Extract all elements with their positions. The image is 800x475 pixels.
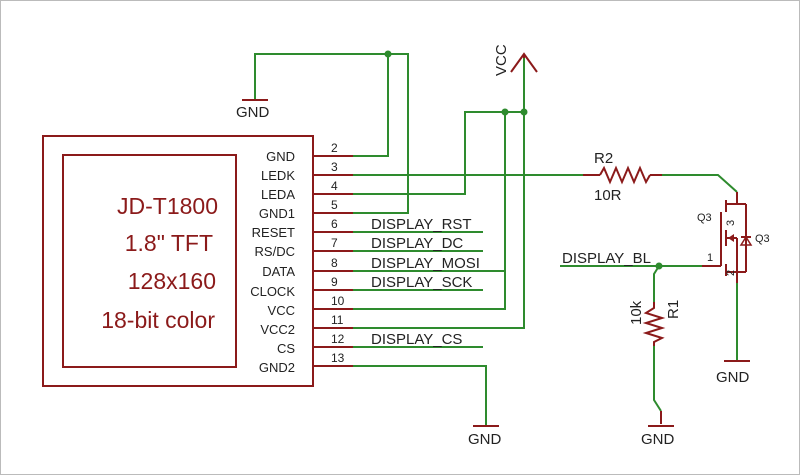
gnd-symbol-top: GND bbox=[236, 99, 270, 121]
wire-gnd-top-pin2 bbox=[353, 54, 389, 157]
pin-name-ledk: LEDK bbox=[261, 168, 295, 183]
gnd-symbol-bottom: GND bbox=[468, 425, 502, 448]
wires bbox=[254, 53, 738, 425]
pin-number-9: 9 bbox=[331, 275, 338, 289]
pin-stubs bbox=[313, 155, 353, 367]
gnd-q3-label: GND bbox=[716, 369, 750, 386]
pin-name-cs: CS bbox=[277, 341, 295, 356]
net-label-cs: DISPLAY_CS bbox=[371, 331, 462, 348]
resistor-r1: 10k R1 bbox=[628, 300, 682, 346]
r2-zigzag-icon bbox=[599, 165, 651, 185]
r1-value: 10k bbox=[628, 300, 645, 325]
pin-number-7: 7 bbox=[331, 236, 338, 250]
pin-name-clock: CLOCK bbox=[250, 284, 295, 299]
module-resolution: 128x160 bbox=[128, 268, 216, 294]
wire-bl-r1 bbox=[653, 265, 660, 302]
mosfet-q3: Q3 Q3 1 2 3 bbox=[697, 192, 770, 283]
wire-gnd2 bbox=[353, 365, 487, 425]
pin-number-10: 10 bbox=[331, 294, 345, 308]
vcc-symbol: VCC bbox=[493, 44, 538, 76]
q3-pin1: 1 bbox=[707, 252, 713, 264]
junction-vcc-right bbox=[520, 108, 528, 116]
net-label-sck: DISPLAY_SCK bbox=[371, 274, 472, 291]
junction-display-bl bbox=[655, 262, 663, 270]
r1-zigzag-icon bbox=[642, 302, 666, 346]
gnd-top-label: GND bbox=[236, 104, 270, 121]
module-name: JD-T1800 bbox=[117, 193, 218, 219]
gnd-bottom-label: GND bbox=[468, 431, 502, 448]
pin-number-labels: 2 3 4 5 6 7 8 9 10 11 12 13 bbox=[331, 141, 345, 365]
wire-vcc-pin10 bbox=[353, 112, 506, 310]
wire-leda-vcc bbox=[353, 111, 524, 195]
pin-number-8: 8 bbox=[331, 256, 338, 270]
pin-number-2: 2 bbox=[331, 141, 338, 155]
q3-pin2: 2 bbox=[725, 270, 737, 276]
gnd-symbol-r1: GND bbox=[641, 411, 675, 448]
wire-r2-q3 bbox=[662, 174, 738, 193]
junction-vcc-left bbox=[501, 108, 509, 116]
module-size: 1.8" TFT bbox=[125, 230, 213, 256]
r2-name: R2 bbox=[594, 150, 613, 167]
r1-name: R1 bbox=[665, 300, 682, 319]
q3-pin3: 3 bbox=[725, 220, 737, 226]
gnd-r1-label: GND bbox=[641, 431, 675, 448]
wire-r1-gnd bbox=[653, 346, 662, 412]
pin-name-leda: LEDA bbox=[261, 187, 295, 202]
net-label-dc: DISPLAY_DC bbox=[371, 235, 463, 252]
q3-body-diode-icon bbox=[739, 235, 753, 246]
pin-name-rs-dc: RS/DC bbox=[255, 244, 295, 259]
pin-number-3: 3 bbox=[331, 160, 338, 174]
q3-arrow-icon bbox=[728, 234, 734, 242]
net-label-bl: DISPLAY_BL bbox=[562, 250, 651, 267]
net-label-rst: DISPLAY_RST bbox=[371, 216, 472, 233]
resistor-r2: R2 10R bbox=[583, 150, 662, 204]
pin-number-5: 5 bbox=[331, 198, 338, 212]
gnd-symbol-q3: GND bbox=[716, 360, 750, 386]
pin-number-11: 11 bbox=[331, 313, 344, 327]
pin-name-gnd: GND bbox=[266, 149, 295, 164]
junctions bbox=[384, 50, 663, 270]
wire-gnd-top-pin5 bbox=[254, 53, 409, 214]
pin-name-reset: RESET bbox=[252, 225, 295, 240]
q3-name-right: Q3 bbox=[755, 233, 770, 245]
vcc-label: VCC bbox=[493, 44, 510, 76]
pin-name-labels: GND LEDK LEDA GND1 RESET RS/DC DATA CLOC… bbox=[250, 149, 295, 375]
junction-gnd-top bbox=[384, 50, 392, 58]
display-screen-outline bbox=[62, 154, 237, 368]
net-labels: DISPLAY_RST DISPLAY_DC DISPLAY_MOSI DISP… bbox=[371, 216, 651, 348]
pin-name-vcc: VCC bbox=[268, 303, 295, 318]
vcc-arrow-icon bbox=[510, 52, 538, 73]
pin-number-13: 13 bbox=[331, 351, 345, 365]
q3-name-left: Q3 bbox=[697, 212, 712, 224]
pin-name-vcc2: VCC2 bbox=[260, 322, 295, 337]
net-label-mosi: DISPLAY_MOSI bbox=[371, 255, 480, 272]
pin-name-data: DATA bbox=[262, 264, 295, 279]
pin-name-gnd1: GND1 bbox=[259, 206, 295, 221]
pin-name-gnd2: GND2 bbox=[259, 360, 295, 375]
pin-number-6: 6 bbox=[331, 217, 338, 231]
pin-number-4: 4 bbox=[331, 179, 338, 193]
pin-number-12: 12 bbox=[331, 332, 345, 346]
r2-value: 10R bbox=[594, 187, 622, 204]
module-color-depth: 18-bit color bbox=[101, 307, 215, 333]
display-module-outline bbox=[42, 135, 314, 387]
wire-vcc-pin11 bbox=[353, 54, 525, 329]
